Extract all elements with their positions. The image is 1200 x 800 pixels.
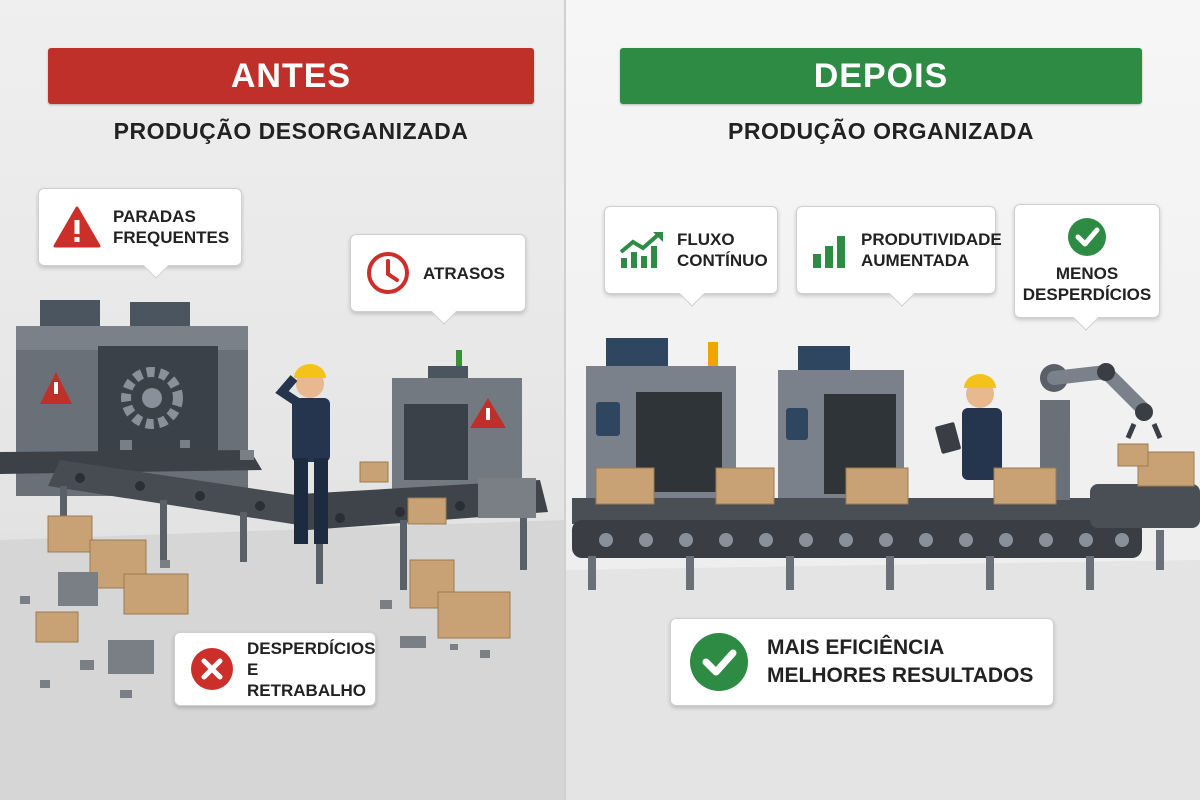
clock-icon	[365, 250, 411, 296]
check-icon	[1067, 217, 1107, 257]
callout-text: MENOS DESPERDÍCIOS	[1022, 264, 1152, 304]
warning-icon	[53, 206, 101, 248]
before-panel	[0, 0, 566, 800]
callout-frequent-stops: PARADAS FREQUENTES	[38, 188, 242, 279]
callout-increased-productivity: PRODUTIVIDADE AUMENTADA	[796, 206, 1002, 307]
bar-chart-icon	[811, 232, 849, 268]
before-subtitle: PRODUÇÃO DESORGANIZADA	[113, 118, 469, 144]
error-x-icon	[189, 646, 235, 692]
callout-text: FLUXO CONTÍNUO	[677, 230, 768, 270]
callout-text: PRODUTIVIDADE AUMENTADA	[861, 230, 1002, 270]
callout-less-waste: MENOS DESPERDÍCIOS	[1014, 204, 1160, 331]
callout-waste-rework: DESPERDÍCIOS E RETRABALHO	[174, 632, 376, 706]
growth-chart-icon	[619, 230, 665, 270]
callout-continuous-flow: FLUXO CONTÍNUO	[604, 206, 778, 307]
callout-text: ATRASOS	[423, 263, 505, 283]
result-box: MAIS EFICIÊNCIA MELHORES RESULTADOS	[670, 618, 1054, 706]
callout-text: DESPERDÍCIOS E RETRABALHO	[247, 638, 376, 700]
before-banner: ANTES	[48, 48, 534, 104]
result-text: MAIS EFICIÊNCIA MELHORES RESULTADOS	[767, 636, 1034, 687]
panel-divider	[564, 0, 567, 800]
check-icon	[689, 632, 749, 692]
callout-text: PARADAS FREQUENTES	[113, 207, 230, 247]
after-banner: DEPOIS	[620, 48, 1142, 104]
after-subtitle: PRODUÇÃO ORGANIZADA	[728, 118, 1034, 144]
callout-delays: ATRASOS	[350, 234, 526, 325]
